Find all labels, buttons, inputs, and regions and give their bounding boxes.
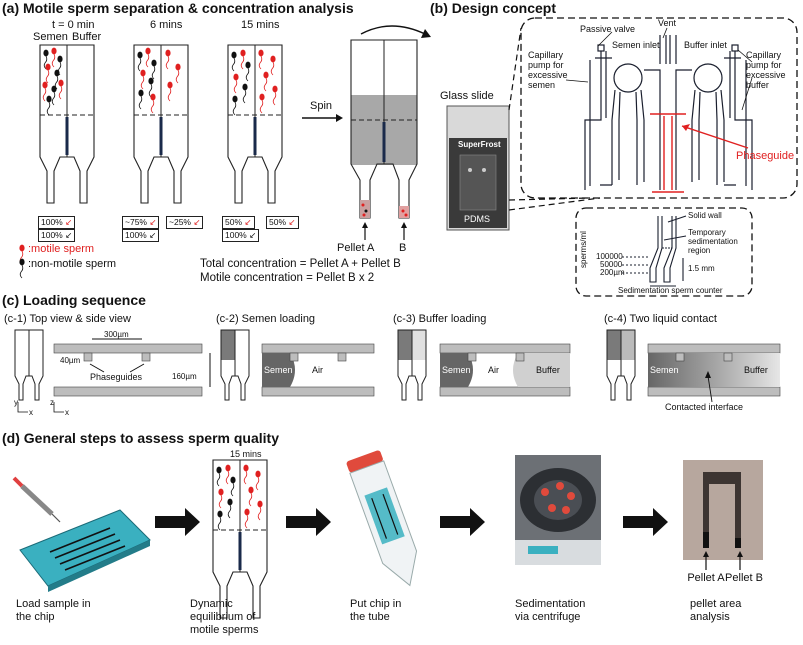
axis-z: z [50, 398, 54, 407]
time-label-0: t = 0 min [52, 19, 95, 31]
step4-centrifuge-photo [515, 455, 601, 565]
time-label-6: 6 mins [150, 19, 183, 31]
pellet-a-label: Pellet A [337, 242, 375, 254]
panel-a-spun-chip [350, 25, 431, 219]
step2-chip [212, 459, 268, 619]
c1-side-view [53, 338, 211, 397]
legend-nonmotile-icon [18, 258, 26, 279]
c3-semen-label: Semen [442, 365, 471, 375]
legend-motile: :motile sperm [28, 243, 95, 255]
panel-a-title: (a) Motile sperm separation & concentrat… [2, 0, 354, 16]
legend-nonmotile: :non-motile sperm [28, 258, 117, 270]
buffer-label: Buffer [72, 31, 102, 43]
panel-b-title: (b) Design concept [430, 0, 557, 16]
sedimentation-counter [622, 215, 687, 287]
buffer-inlet-label: Buffer inlet [684, 40, 727, 50]
c1-label: (c-1) Top view & side view [4, 313, 131, 325]
pellet-b-label: B [399, 242, 407, 254]
channel-network [584, 35, 753, 190]
semen-label: Semen [33, 31, 68, 43]
panel-a-chip-t0 [39, 44, 95, 204]
c4-buffer-label: Buffer [744, 365, 768, 375]
equation-motile: Motile concentration = Pellet B x 2 [200, 272, 375, 284]
tick-200um: 200µm [600, 268, 625, 277]
phaseguide-label: Phaseguide [736, 150, 795, 162]
box-t0-motile: 100% ↙ [38, 216, 76, 229]
step5-pellet-photo [683, 460, 763, 560]
c4-chip [606, 329, 636, 401]
c2-chip [220, 329, 250, 401]
c2-air-label: Air [312, 365, 323, 375]
height-160um: 160µm [172, 372, 197, 381]
box-15-nonmotile: 100% ↙ [222, 229, 260, 242]
phaseguides-label: Phaseguides [90, 372, 143, 382]
spin-label: Spin [310, 100, 333, 112]
c1-axes [17, 402, 64, 413]
box-15-buffer-motile: 50% ↙ [266, 216, 299, 229]
passive-valve-label: Passive valve [580, 24, 636, 34]
c4-label: (c-4) Two liquid contact [604, 313, 717, 325]
step2-time-label: 15 mins [230, 449, 262, 459]
equation-total: Total concentration = Pellet A + Pellet … [200, 258, 401, 270]
glass-slide-label: Glass slide [440, 90, 494, 102]
depth-40um: 40µm [60, 356, 81, 365]
superfrost-label: SuperFrost [458, 140, 501, 149]
c2-label: (c-2) Semen loading [216, 313, 316, 325]
sperms-ml-label: sperms/ml [579, 231, 588, 268]
axis-x-2: x [65, 408, 69, 417]
box-6-buffer-motile: ~25% ↙ [166, 216, 204, 229]
box-6-nonmotile: 100% ↙ [122, 229, 160, 242]
box-15-motile: 50% ↙ [222, 216, 255, 229]
c4-semen-label: Semen [650, 365, 679, 375]
solid-wall-label: Solid wall [688, 211, 722, 220]
c3-label: (c-3) Buffer loading [393, 313, 487, 325]
vent-label: Vent [658, 18, 677, 28]
design-zoom-box [520, 17, 798, 199]
tick-50000: 50000 [600, 260, 623, 269]
panel-a-chip-15min [227, 44, 283, 204]
c4-side-view [647, 343, 781, 403]
pellet-b-photo-label: Pellet B [725, 572, 763, 584]
step1-chip-illustration [12, 476, 151, 592]
counter-label: Sedimentation sperm counter [618, 286, 723, 295]
panel-d-title: (d) General steps to assess sperm qualit… [2, 430, 279, 446]
c2-semen-label: Semen [264, 365, 293, 375]
panel-c-title: (c) Loading sequence [2, 292, 146, 308]
panel-a-chip-6min [133, 44, 189, 204]
c3-side-view [439, 343, 571, 397]
c2-side-view [261, 343, 375, 397]
box-t0-nonmotile: 100% ↙ [38, 229, 76, 242]
time-label-15: 15 mins [241, 19, 280, 31]
mm-label: 1.5 mm [688, 264, 715, 273]
contacted-interface-label: Contacted interface [665, 402, 744, 412]
tick-100000: 100000 [596, 252, 623, 261]
c1-chip-top [14, 329, 44, 401]
pellet-a-photo-label: Pellet A [687, 572, 725, 584]
process-arrows [155, 508, 668, 536]
axis-y: y [14, 398, 18, 407]
pdms-label: PDMS [464, 214, 491, 224]
axis-x-1: x [29, 408, 33, 417]
c3-buffer-label: Buffer [536, 365, 560, 375]
phaseguide-lines [650, 113, 749, 193]
semen-inlet-label: Semen inlet [612, 40, 660, 50]
width-300um: 300µm [104, 330, 129, 339]
sedimentation-inset-box [575, 207, 753, 297]
step3-tube [346, 450, 418, 587]
box-6-motile: ~75% ↙ [122, 216, 160, 229]
c3-air-label: Air [488, 365, 499, 375]
glass-slide [446, 105, 510, 231]
c3-chip [397, 329, 427, 401]
